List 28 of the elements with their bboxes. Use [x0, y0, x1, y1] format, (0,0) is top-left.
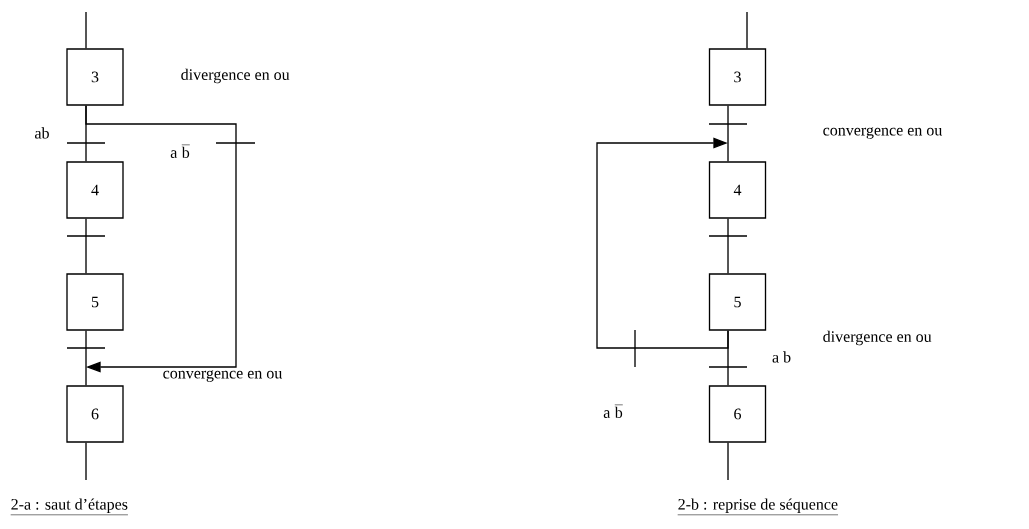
- step-box: 6: [66, 385, 124, 443]
- annotation-text: divergence en ou: [823, 330, 932, 346]
- transition-label: ab: [35, 127, 49, 139]
- step-box: 4: [708, 161, 767, 219]
- transition-label: a b: [772, 351, 791, 363]
- transition-label: $\mathrm{a}\;\overline{\mathrm{b}}$: [603, 404, 623, 418]
- annotation-text: divergence en ou: [181, 68, 290, 84]
- connector-line: [85, 442, 87, 481]
- annotation-text: convergence en ou: [163, 370, 283, 382]
- step-box: 3: [66, 48, 124, 106]
- connector-line: [746, 11, 748, 49]
- connector-line: [727, 442, 729, 481]
- connector-line: [727, 218, 729, 274]
- figure-caption: 2-b : reprise de séquence: [677, 498, 839, 516]
- connector-line: [85, 218, 87, 274]
- annotation-text: convergence en ou: [823, 127, 943, 139]
- figure-caption: 2-a : saut d’étapes: [10, 498, 129, 516]
- step-box: 6: [708, 385, 767, 443]
- step-box: 4: [66, 161, 124, 219]
- step-box: 5: [66, 273, 124, 331]
- connector-line: [85, 11, 87, 49]
- arrow: [85, 105, 237, 373]
- transition-label: $\mathrm{a}\;\overline{\mathrm{b}}$: [170, 144, 190, 158]
- connector-line: [85, 330, 87, 386]
- step-box: 5: [708, 273, 767, 331]
- connector-line: [727, 105, 729, 162]
- step-box: 3: [708, 48, 767, 106]
- arrow: [596, 137, 729, 349]
